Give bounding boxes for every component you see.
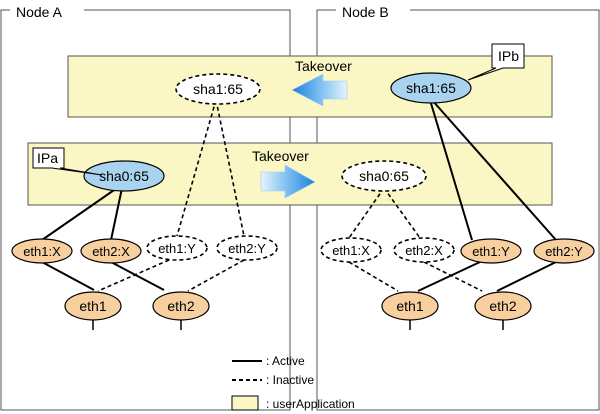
a-eth2x-node xyxy=(80,238,142,264)
b-eth1-node xyxy=(381,291,439,321)
b-eth2-node xyxy=(474,291,532,321)
a-eth1y-label: eth1:Y xyxy=(158,241,196,256)
a-eth2-node xyxy=(152,291,210,321)
b-eth1y-label: eth1:Y xyxy=(472,244,510,259)
link-b-eth2x-eth2 xyxy=(423,261,483,292)
b-eth1x-node xyxy=(320,237,382,263)
link-b-eth1y-eth1 xyxy=(417,261,481,292)
link-sha1b-eth1y xyxy=(429,99,473,241)
a-eth2y-label: eth2:Y xyxy=(228,241,266,256)
legend-active-label: : Active xyxy=(266,354,305,368)
b-eth2-label: eth2 xyxy=(489,298,516,314)
a-eth1-label: eth1 xyxy=(79,298,106,314)
callout-ipa xyxy=(32,147,103,176)
link-sha0b-eth1x xyxy=(348,187,385,239)
sha0-a-label: sha0:65 xyxy=(99,168,149,184)
sha1-b-active xyxy=(390,72,472,104)
takeover-arrow-left xyxy=(291,73,348,107)
a-eth2x-label: eth2:X xyxy=(92,244,130,259)
link-b-eth1x-eth1 xyxy=(348,261,399,292)
a-eth2y-node xyxy=(216,235,278,261)
callout-ipb-label: IPb xyxy=(498,48,519,64)
link-a-eth1x-eth1 xyxy=(41,261,95,291)
a-eth1-node xyxy=(64,291,122,321)
takeover-label-top: Takeover xyxy=(295,58,352,74)
callout-ipb xyxy=(467,43,525,81)
b-eth2x-node xyxy=(393,237,455,263)
a-eth1x-label: eth1:X xyxy=(23,244,61,259)
a-eth1x-node xyxy=(11,238,73,264)
link-sha0-a-eth1x xyxy=(41,187,118,241)
b-eth1y-node xyxy=(460,238,522,264)
sha1-a-label: sha1:65 xyxy=(193,81,243,97)
node-a-title-bg xyxy=(10,3,84,19)
link-sha0b-eth2x xyxy=(383,187,421,239)
legend-user-application-swatch xyxy=(231,395,259,411)
b-eth1x-label: eth1:X xyxy=(332,243,370,258)
link-b-eth2y-eth2 xyxy=(496,261,557,292)
link-sha0-a-eth2x xyxy=(110,187,123,241)
link-sha1a-eth2y xyxy=(215,99,245,237)
link-a-eth1y-eth1 xyxy=(97,259,170,292)
sha0-b-inactive xyxy=(341,160,427,192)
legend-inactive-label: : Inactive xyxy=(266,373,314,387)
link-sha1a-eth1y xyxy=(176,99,217,237)
b-eth1-label: eth1 xyxy=(396,298,423,314)
link-a-eth2y-eth2 xyxy=(187,259,245,292)
takeover-label-bottom: Takeover xyxy=(252,148,309,164)
legend: : Active : Inactive : userApplication xyxy=(231,354,355,411)
b-eth2y-node xyxy=(533,238,595,264)
node-a-title: Node A xyxy=(16,4,63,20)
takeover-arrow-right xyxy=(260,164,316,199)
node-b-title-bg xyxy=(336,3,410,19)
node-b-title: Node B xyxy=(342,4,389,20)
link-a-eth2x-eth2 xyxy=(110,261,165,291)
callout-ipa-label: IPa xyxy=(37,150,58,166)
sha0-b-label: sha0:65 xyxy=(359,168,409,184)
b-eth2x-label: eth2:X xyxy=(405,243,443,258)
link-sha1b-eth2y xyxy=(431,99,557,241)
a-eth1y-node xyxy=(146,235,208,261)
sha1-b-label: sha1:65 xyxy=(406,80,456,96)
b-eth2y-label: eth2:Y xyxy=(545,244,583,259)
sha1-a-inactive xyxy=(175,73,261,105)
a-eth2-label: eth2 xyxy=(167,298,194,314)
sha0-a-active xyxy=(83,160,165,192)
legend-user-application-label: : userApplication xyxy=(266,397,355,411)
